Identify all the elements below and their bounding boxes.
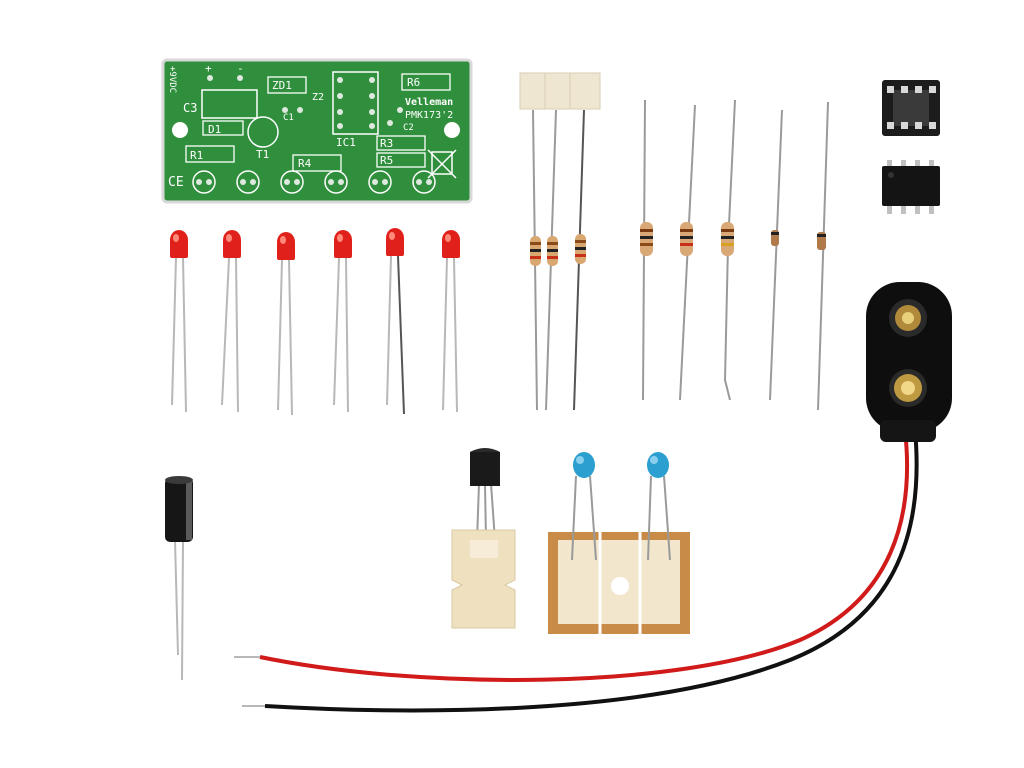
pcb-label-d1: D1 [208,123,221,136]
ic-chip [882,160,940,214]
resistor [530,236,541,266]
resistor [640,222,653,256]
pcb-label-c2: C2 [403,123,414,133]
resistor [575,234,586,264]
pcb-label-minus: - [237,62,244,75]
pcb-label-plus: + [205,62,212,75]
diode [817,232,826,250]
pcb-label-t1: T1 [256,148,269,161]
pcb-label-ic1: IC1 [336,136,356,149]
pcb-label-z2: Z2 [312,92,324,103]
diode [771,230,779,246]
transistor [451,448,516,629]
led [221,230,241,413]
led [442,230,460,413]
pcb-label-r6: R6 [407,76,420,89]
electrolytic-capacitor [165,476,193,681]
pcb-label-r1: R1 [190,149,203,162]
red-leds [170,228,460,416]
resistor [721,222,734,256]
pcb-label-model: PMK173'2 [405,110,453,121]
weee-symbol [427,149,457,179]
pcb-label-r5: R5 [380,154,393,167]
pcb-board: C3 ZD1 R6 Z2 C1 Velleman PMK173'2 D1 T1 … [161,58,473,204]
ceramic-capacitors [548,452,690,634]
diodes [769,101,829,411]
resistor [547,236,558,266]
ceramic-capacitor [647,452,669,478]
pcb-label-ce: CE [168,175,184,190]
battery-clip [866,282,952,442]
led [333,230,352,413]
ceramic-capacitor [573,452,595,478]
pcb-label-r4: R4 [298,157,312,170]
pcb-label-r3: R3 [380,137,393,150]
ic-socket [882,80,940,136]
battery-wires [234,429,919,713]
led [170,230,188,413]
resistor [680,222,693,256]
loose-resistors [640,99,736,401]
led [386,228,405,415]
led [277,232,295,416]
pcb-label-brand: Velleman [405,97,453,108]
pcb-label-side: +9VDC [167,66,177,93]
taped-resistors [519,72,601,411]
pcb-label-c3: C3 [183,101,197,115]
pcb-label-zd1: ZD1 [272,79,292,92]
pcb-label-c1: C1 [283,113,294,123]
